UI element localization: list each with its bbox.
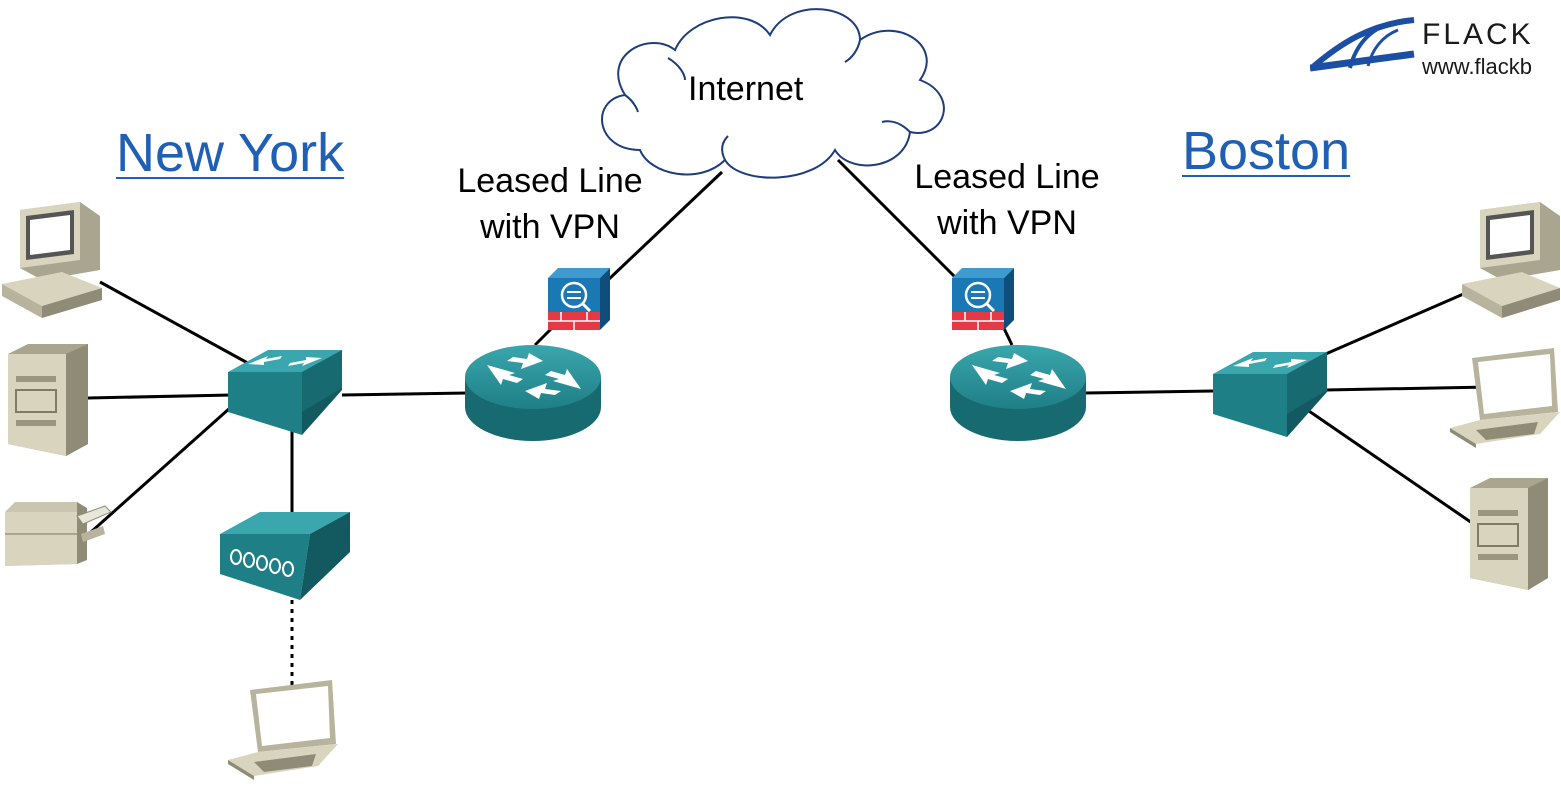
link-ny-pc-switch — [99, 280, 256, 369]
router-icon — [465, 345, 601, 441]
link-label-right: Leased Line with VPN — [897, 154, 1117, 246]
router-icon — [950, 345, 1086, 441]
firewall-icon — [548, 268, 610, 330]
logo-url: www.flackb — [1422, 54, 1533, 79]
server-icon — [1470, 478, 1548, 590]
desktop-pc-icon — [1462, 202, 1560, 318]
link-boston-internet-firewall — [836, 158, 960, 282]
link-boston-switch-laptop — [1324, 385, 1491, 392]
link-ny-switch-router — [341, 391, 469, 397]
flackbox-logo: FLACK www.flackb — [1310, 14, 1561, 84]
access-point-icon — [220, 512, 350, 600]
link-label-left-line1: Leased Line — [457, 162, 643, 200]
link-boston-router-switch — [1084, 389, 1214, 395]
switch-icon — [228, 350, 342, 435]
link-boston-switch-server — [1289, 396, 1476, 527]
site-label-new-york[interactable]: New York — [116, 123, 345, 183]
server-icon — [8, 344, 88, 456]
internet-label: Internet — [688, 70, 804, 108]
link-label-left-line2: with VPN — [480, 208, 620, 246]
desktop-pc-icon — [2, 202, 102, 318]
printer-icon — [5, 502, 112, 566]
switch-icon — [1213, 352, 1327, 437]
link-label-left: Leased Line with VPN — [440, 158, 660, 250]
link-ny-firewall-internet — [606, 170, 724, 282]
laptop-icon — [1450, 348, 1560, 448]
firewall-icon — [952, 268, 1014, 330]
link-label-right-line2: with VPN — [937, 204, 1077, 242]
logo-title: FLACK — [1422, 18, 1534, 51]
link-label-right-line1: Leased Line — [914, 158, 1100, 196]
link-ny-server-switch — [87, 393, 233, 400]
bridge-logo-icon — [1310, 17, 1415, 72]
cloud-icon — [601, 8, 945, 179]
site-label-boston[interactable]: Boston — [1182, 121, 1351, 181]
laptop-icon — [228, 680, 338, 780]
